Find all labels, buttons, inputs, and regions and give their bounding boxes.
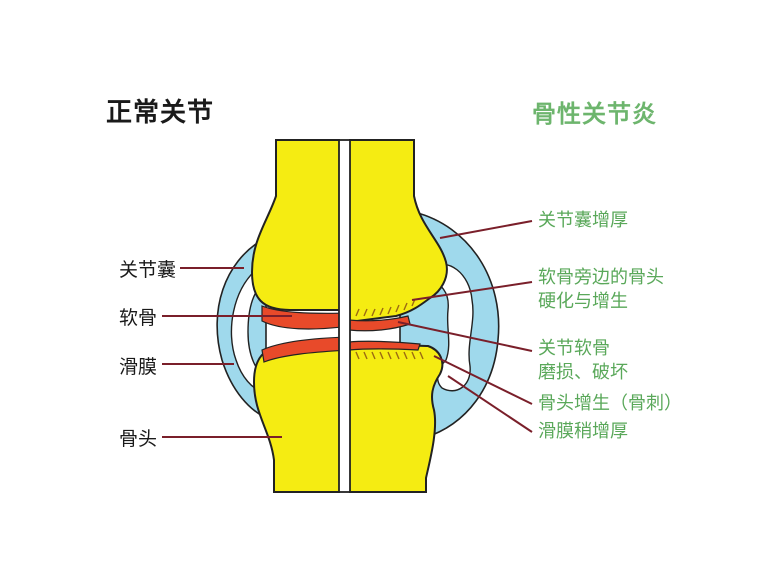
oa-joint-lower-sclerosis-hatch bbox=[355, 351, 424, 360]
normal-joint bbox=[216, 139, 340, 493]
label-cartilage: 软骨 bbox=[119, 307, 158, 329]
label-cartilage-wear-line1: 关节软骨 bbox=[538, 338, 610, 359]
label-synovium: 滑膜 bbox=[119, 356, 158, 378]
leader-bone-sclerosis bbox=[411, 281, 533, 301]
label-bone: 骨头 bbox=[119, 428, 158, 450]
leader-synovium-thicken bbox=[447, 375, 533, 433]
oa-joint-lower-bone bbox=[349, 343, 444, 493]
normal-joint-upper-bone bbox=[250, 139, 340, 311]
label-capsule-thicken: 关节囊增厚 bbox=[538, 210, 628, 231]
title-normal-joint: 正常关节 bbox=[106, 98, 215, 128]
normal-joint-lower-bone bbox=[252, 343, 340, 493]
center-divider bbox=[338, 139, 351, 493]
oa-joint-upper-bone bbox=[349, 139, 448, 324]
leader-capsule-thicken bbox=[439, 220, 533, 239]
label-bone-sclerosis-line2: 硬化与增生 bbox=[538, 291, 628, 312]
leader-cartilage-wear bbox=[397, 321, 533, 352]
normal-joint-lower-cartilage bbox=[261, 336, 340, 363]
normal-joint-upper-cartilage bbox=[261, 305, 340, 330]
leader-osteophyte bbox=[433, 355, 533, 405]
label-synovium-thicken: 滑膜稍增厚 bbox=[538, 421, 628, 442]
oa-joint-synovium bbox=[429, 263, 474, 392]
label-cartilage-wear-line2: 磨损、破坏 bbox=[538, 362, 628, 383]
oa-joint-upper-sclerosis-hatch bbox=[355, 298, 416, 317]
label-capsule: 关节囊 bbox=[119, 259, 177, 281]
label-bone-sclerosis-line1: 软骨旁边的骨头 bbox=[538, 267, 664, 288]
label-osteophyte: 骨头增生（骨刺） bbox=[538, 393, 682, 414]
title-osteoarthritis: 骨性关节炎 bbox=[532, 100, 657, 128]
oa-joint bbox=[349, 139, 500, 493]
oa-joint-lower-cartilage bbox=[349, 340, 421, 351]
